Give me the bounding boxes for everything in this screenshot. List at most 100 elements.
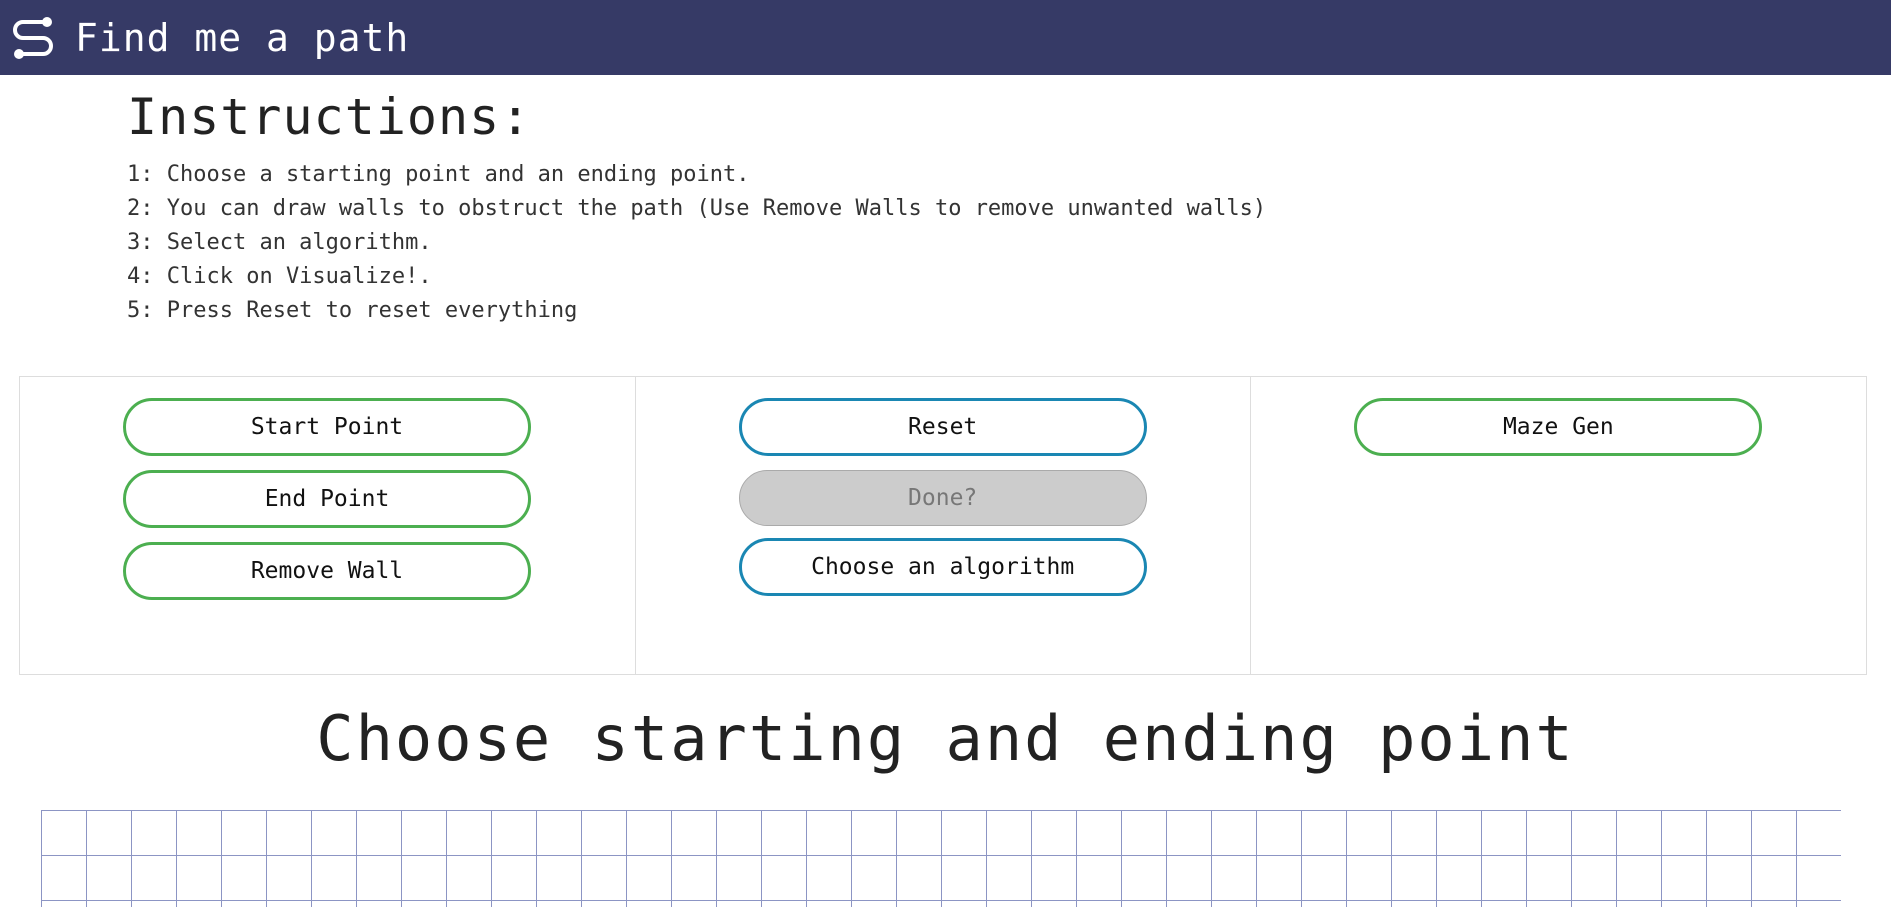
grid-cell[interactable] [222,811,267,856]
grid-cell[interactable] [357,901,402,907]
grid-cell[interactable] [1077,856,1122,901]
grid-cell[interactable] [1167,856,1212,901]
grid-cell[interactable] [402,856,447,901]
grid-cell[interactable] [42,901,87,907]
grid-cell[interactable] [1482,811,1527,856]
grid-cell[interactable] [312,856,357,901]
start-point-button[interactable]: Start Point [123,398,531,456]
grid-cell[interactable] [537,856,582,901]
grid-cell[interactable] [1302,811,1347,856]
grid-cell[interactable] [942,901,987,907]
grid-cell[interactable] [1482,856,1527,901]
grid-cell[interactable] [627,811,672,856]
grid-cell[interactable] [222,856,267,901]
path-grid[interactable] [41,810,1841,907]
grid-cell[interactable] [1122,811,1167,856]
grid-cell[interactable] [1077,901,1122,907]
grid-cell[interactable] [672,901,717,907]
grid-cell[interactable] [1392,856,1437,901]
grid-cell[interactable] [807,856,852,901]
grid-cell[interactable] [1392,811,1437,856]
grid-cell[interactable] [1347,856,1392,901]
grid-cell[interactable] [1527,856,1572,901]
grid-cell[interactable] [492,856,537,901]
grid-cell[interactable] [1662,856,1707,901]
grid-cell[interactable] [717,811,762,856]
grid-cell[interactable] [267,856,312,901]
grid-cell[interactable] [1122,856,1167,901]
grid-cell[interactable] [42,811,87,856]
grid-cell[interactable] [717,856,762,901]
grid-cell[interactable] [132,901,177,907]
grid-cell[interactable] [807,901,852,907]
grid-cell[interactable] [1257,811,1302,856]
grid-cell[interactable] [312,811,357,856]
grid-cell[interactable] [1752,901,1797,907]
grid-cell[interactable] [1347,811,1392,856]
grid-cell[interactable] [582,901,627,907]
grid-cell[interactable] [942,856,987,901]
grid-cell[interactable] [897,901,942,907]
grid-cell[interactable] [1167,901,1212,907]
grid-cell[interactable] [492,811,537,856]
grid-cell[interactable] [1437,811,1482,856]
grid-cell[interactable] [177,901,222,907]
grid-cell[interactable] [1752,856,1797,901]
grid-cell[interactable] [627,856,672,901]
grid-cell[interactable] [1482,901,1527,907]
grid-cell[interactable] [1077,811,1122,856]
grid-cell[interactable] [132,811,177,856]
grid-cell[interactable] [132,856,177,901]
grid-cell[interactable] [1572,901,1617,907]
grid-cell[interactable] [447,811,492,856]
grid-cell[interactable] [897,856,942,901]
grid-cell[interactable] [672,811,717,856]
grid-cell[interactable] [1707,811,1752,856]
grid-cell[interactable] [1707,856,1752,901]
grid-cell[interactable] [897,811,942,856]
maze-gen-button[interactable]: Maze Gen [1354,398,1763,456]
grid-cell[interactable] [1257,901,1302,907]
grid-cell[interactable] [357,856,402,901]
grid-cell[interactable] [87,901,132,907]
grid-cell[interactable] [1572,856,1617,901]
grid-cell[interactable] [1797,901,1841,907]
choose-algorithm-button[interactable]: Choose an algorithm [738,538,1147,596]
grid-cell[interactable] [762,811,807,856]
grid-cell[interactable] [987,856,1032,901]
done-button[interactable]: Done? [738,470,1147,526]
grid-cell[interactable] [1617,901,1662,907]
grid-cell[interactable] [1032,901,1077,907]
grid-cell[interactable] [1662,901,1707,907]
grid-cell[interactable] [717,901,762,907]
grid-cell[interactable] [312,901,357,907]
grid-cell[interactable] [582,811,627,856]
reset-button[interactable]: Reset [738,398,1147,456]
grid-cell[interactable] [402,901,447,907]
grid-cell[interactable] [1167,811,1212,856]
grid-cell[interactable] [357,811,402,856]
grid-cell[interactable] [1257,856,1302,901]
grid-cell[interactable] [1437,856,1482,901]
grid-cell[interactable] [852,901,897,907]
grid-cell[interactable] [402,811,447,856]
grid-cell[interactable] [1032,856,1077,901]
remove-wall-button[interactable]: Remove Wall [123,542,531,600]
grid-cell[interactable] [627,901,672,907]
grid-cell[interactable] [1797,811,1841,856]
grid-cell[interactable] [1797,856,1841,901]
grid-cell[interactable] [42,856,87,901]
grid-cell[interactable] [537,811,582,856]
grid-cell[interactable] [987,901,1032,907]
grid-cell[interactable] [1527,901,1572,907]
grid-cell[interactable] [1212,856,1257,901]
grid-cell[interactable] [1347,901,1392,907]
grid-cell[interactable] [537,901,582,907]
grid-cell[interactable] [1617,811,1662,856]
grid-cell[interactable] [582,856,627,901]
grid-cell[interactable] [852,811,897,856]
grid-cell[interactable] [807,811,852,856]
grid-cell[interactable] [447,856,492,901]
grid-cell[interactable] [1212,811,1257,856]
grid-cell[interactable] [177,811,222,856]
